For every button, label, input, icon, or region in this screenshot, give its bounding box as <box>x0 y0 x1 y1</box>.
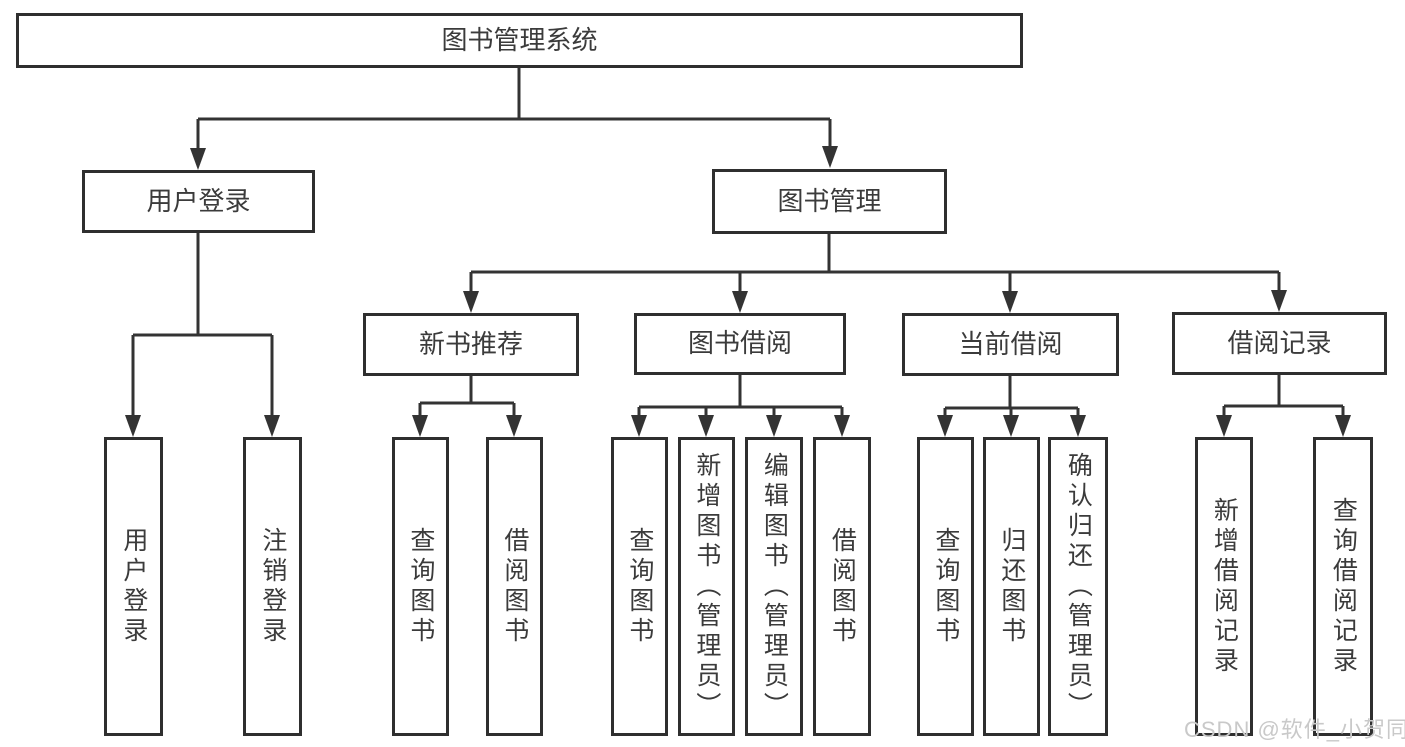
leaf-borrow-book-recommend: 借阅图书 <box>486 437 543 736</box>
node-root: 图书管理系统 <box>16 13 1023 68</box>
csdn-watermark: CSDN @软件_小贺同学 <box>1184 717 1405 742</box>
node-new-book-recommend: 新书推荐 <box>363 313 579 376</box>
leaf-edit-book-admin: 编辑图书（管理员） <box>745 437 803 736</box>
node-borrow-record: 借阅记录 <box>1172 312 1387 375</box>
node-current-borrow: 当前借阅 <box>902 313 1119 376</box>
leaf-borrow-book-borrow: 借阅图书 <box>813 437 871 736</box>
node-user-login: 用户登录 <box>82 170 315 233</box>
leaf-confirm-return-admin: 确认归还（管理员） <box>1048 437 1108 736</box>
node-book-management: 图书管理 <box>712 169 947 234</box>
leaf-query-borrow-record: 查询借阅记录 <box>1313 437 1373 736</box>
leaf-add-book-admin: 新增图书（管理员） <box>678 437 735 736</box>
leaf-logout: 注销登录 <box>243 437 302 736</box>
leaf-add-borrow-record: 新增借阅记录 <box>1195 437 1253 736</box>
leaf-query-book-borrow: 查询图书 <box>611 437 668 736</box>
node-book-borrow: 图书借阅 <box>634 313 846 375</box>
leaf-return-book: 归还图书 <box>983 437 1040 736</box>
leaf-query-book-current: 查询图书 <box>917 437 974 736</box>
leaf-query-book-recommend: 查询图书 <box>392 437 449 736</box>
leaf-user-login: 用户登录 <box>104 437 163 736</box>
